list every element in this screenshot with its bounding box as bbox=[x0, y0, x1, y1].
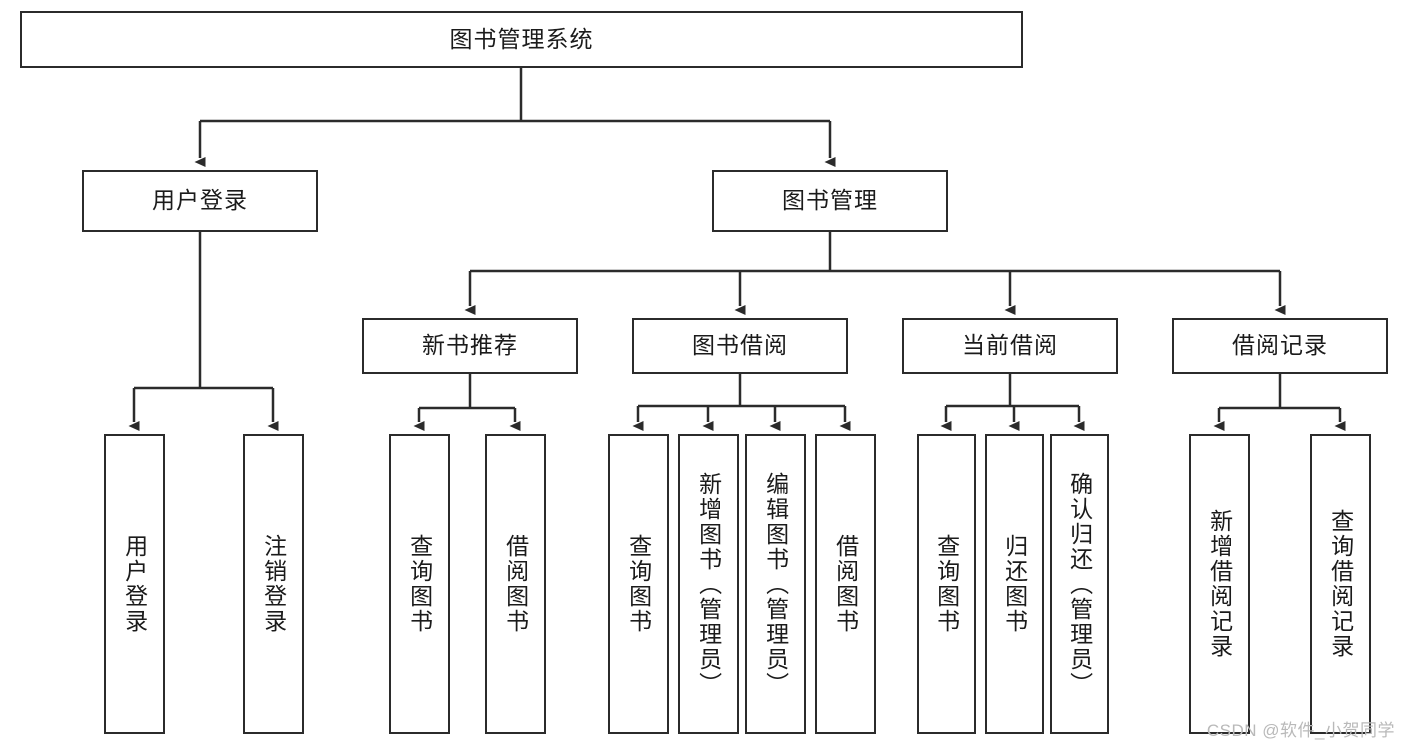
leaf-logout-label: 注销登录 bbox=[260, 534, 287, 634]
leaf-add-book-admin[interactable]: 新增图书（管理员） bbox=[678, 434, 739, 734]
node-borrow-record-label: 借阅记录 bbox=[1232, 332, 1328, 359]
leaf-query-book-current-label: 查询图书 bbox=[933, 534, 960, 634]
leaf-borrow-book-recommend[interactable]: 借阅图书 bbox=[485, 434, 546, 734]
node-user-login-label: 用户登录 bbox=[152, 187, 248, 214]
leaf-borrow-book-recommend-label: 借阅图书 bbox=[502, 534, 529, 634]
leaf-query-book-borrow-label: 查询图书 bbox=[625, 534, 652, 634]
node-current-borrow[interactable]: 当前借阅 bbox=[902, 318, 1118, 374]
leaf-query-book-recommend[interactable]: 查询图书 bbox=[389, 434, 450, 734]
leaf-user-login[interactable]: 用户登录 bbox=[104, 434, 165, 734]
leaf-edit-book-admin[interactable]: 编辑图书（管理员） bbox=[745, 434, 806, 734]
leaf-edit-book-admin-label: 编辑图书（管理员） bbox=[762, 471, 789, 697]
node-current-borrow-label: 当前借阅 bbox=[962, 332, 1058, 359]
leaf-confirm-return-admin-label: 确认归还（管理员） bbox=[1066, 471, 1093, 697]
node-root[interactable]: 图书管理系统 bbox=[20, 11, 1023, 68]
node-book-borrow-label: 图书借阅 bbox=[692, 332, 788, 359]
node-book-borrow[interactable]: 图书借阅 bbox=[632, 318, 848, 374]
leaf-add-book-admin-label: 新增图书（管理员） bbox=[695, 471, 722, 697]
leaf-query-book-recommend-label: 查询图书 bbox=[406, 534, 433, 634]
node-borrow-record[interactable]: 借阅记录 bbox=[1172, 318, 1388, 374]
leaf-logout[interactable]: 注销登录 bbox=[243, 434, 304, 734]
leaf-add-borrow-record[interactable]: 新增借阅记录 bbox=[1189, 434, 1250, 734]
leaf-user-login-label: 用户登录 bbox=[121, 534, 148, 634]
node-user-login[interactable]: 用户登录 bbox=[82, 170, 318, 232]
leaf-confirm-return-admin[interactable]: 确认归还（管理员） bbox=[1050, 434, 1109, 734]
leaf-return-book-label: 归还图书 bbox=[1001, 534, 1028, 634]
leaf-return-book[interactable]: 归还图书 bbox=[985, 434, 1044, 734]
node-new-book-recommend[interactable]: 新书推荐 bbox=[362, 318, 578, 374]
node-root-label: 图书管理系统 bbox=[449, 25, 594, 52]
leaf-add-borrow-record-label: 新增借阅记录 bbox=[1206, 509, 1233, 659]
leaf-borrow-book[interactable]: 借阅图书 bbox=[815, 434, 876, 734]
node-new-book-recommend-label: 新书推荐 bbox=[422, 332, 518, 359]
leaf-query-book-borrow[interactable]: 查询图书 bbox=[608, 434, 669, 734]
leaf-query-borrow-record[interactable]: 查询借阅记录 bbox=[1310, 434, 1371, 734]
leaf-query-book-current[interactable]: 查询图书 bbox=[917, 434, 976, 734]
node-book-management[interactable]: 图书管理 bbox=[712, 170, 948, 232]
leaf-query-borrow-record-label: 查询借阅记录 bbox=[1327, 509, 1354, 659]
node-book-management-label: 图书管理 bbox=[782, 187, 878, 214]
leaf-borrow-book-label: 借阅图书 bbox=[832, 534, 859, 634]
watermark: CSDN @软件_小贺同学 bbox=[1206, 721, 1395, 740]
